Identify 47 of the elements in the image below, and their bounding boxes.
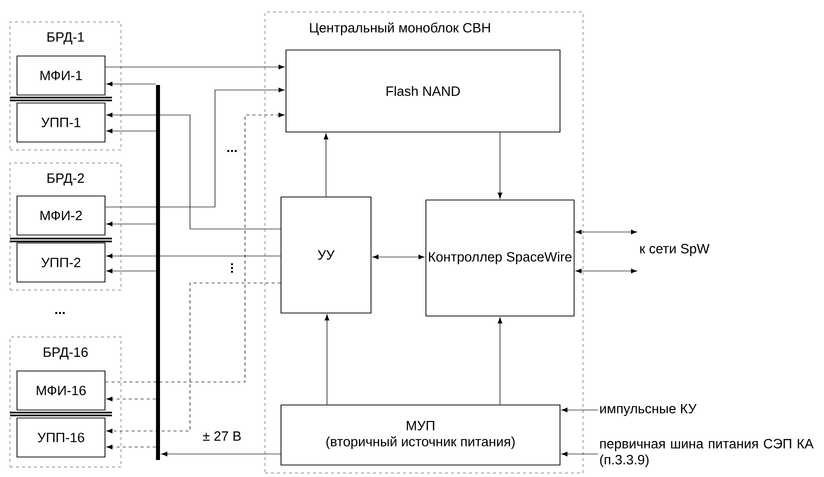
arrow [324, 133, 328, 197]
arrow [106, 254, 281, 258]
note-text: к сети SpW [640, 244, 710, 256]
note-text: импульсные КУ [600, 404, 697, 416]
block-box: МФИ-2 [16, 196, 106, 236]
arrow [106, 112, 281, 230]
arrow [105, 112, 285, 382]
block-box: УУ [280, 196, 372, 314]
group-frame [10, 162, 122, 290]
group-frame [10, 336, 122, 468]
ellipsis: ... [231, 263, 233, 273]
arrow [106, 128, 156, 134]
arrow [106, 444, 156, 450]
arrow [576, 268, 638, 274]
block-box: Flash NAND [286, 50, 560, 132]
group-title: БРД-2 [48, 173, 84, 186]
ellipsis: ... [227, 150, 237, 152]
arrow [161, 452, 281, 456]
arrow [106, 222, 156, 226]
arrow [105, 64, 285, 70]
arrow [576, 230, 638, 234]
arrow [498, 132, 502, 199]
block-box: МУП (вторичный источник питания) [280, 404, 560, 466]
group-title: Центральный моноблок СВН [310, 22, 490, 36]
block-box: УПП-16 [16, 418, 106, 458]
edge-label: ± 27 В [202, 430, 242, 442]
block-box: Контроллер SpaceWire [425, 200, 575, 316]
group-frame [10, 22, 122, 150]
arrow [561, 452, 598, 456]
ellipsis: ... [55, 312, 65, 314]
group-frame [264, 12, 584, 474]
block-box: МФИ-1 [16, 56, 106, 96]
arrow [498, 317, 502, 405]
block-box: УПП-2 [16, 242, 106, 282]
arrow [324, 314, 330, 405]
group-title: БРД-16 [44, 347, 88, 360]
arrow [106, 82, 156, 86]
arrow [106, 396, 156, 402]
block-box: МФИ-16 [16, 370, 106, 410]
block-box: УПП-1 [16, 102, 106, 142]
arrow [106, 282, 281, 434]
group-title: БРД-1 [48, 32, 84, 44]
arrow [105, 88, 285, 208]
note-text: первичная шина питания СЭП КА (п.3.3.9) [600, 438, 814, 468]
arrow [372, 254, 424, 260]
arrow [106, 268, 156, 274]
arrow [561, 408, 598, 412]
